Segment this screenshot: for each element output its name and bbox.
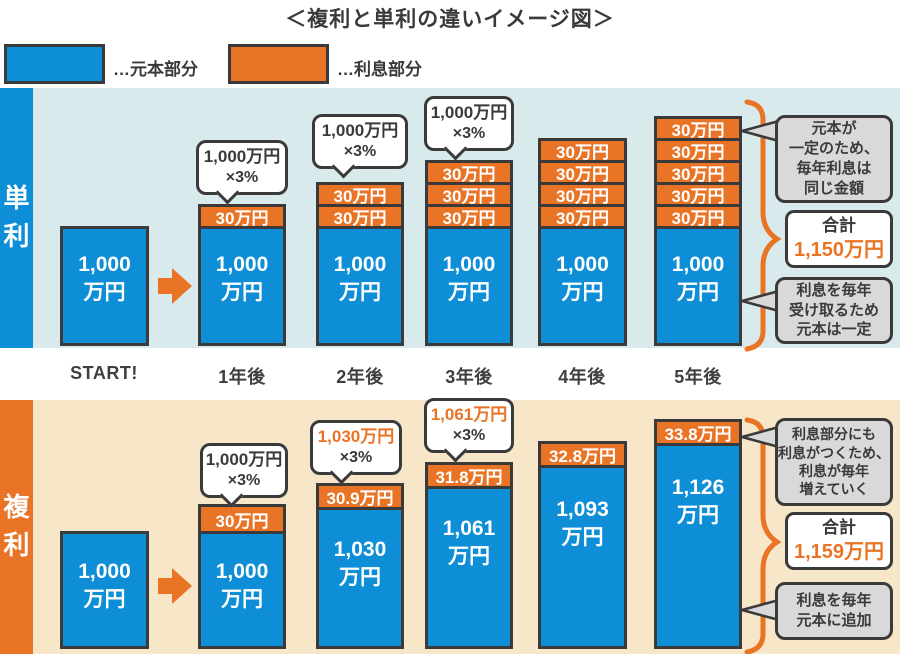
compound-interest-block: 30万円 xyxy=(198,504,286,534)
timeline-year3: 3年後 xyxy=(445,367,493,387)
compound-bar-y4-principal: 1,093 万円 xyxy=(538,465,627,649)
compound-rate-bubble-y1: 1,000万円 ×3% xyxy=(200,443,288,508)
bubble-rate: ×3% xyxy=(225,169,259,187)
legend-principal-label: …元本部分 xyxy=(113,60,198,79)
compound-side-label: 複 利 xyxy=(0,400,33,654)
simple-rate-bubble-y1: 1,000万円 ×3% xyxy=(196,140,288,205)
compound-bar-y5-principal: 1,126 万円 xyxy=(654,443,742,649)
bubble-rate: ×3% xyxy=(343,143,377,161)
page-title: ＜複利と単利の違いイメージ図＞ xyxy=(285,8,615,31)
simple-interest-block: 30万円 xyxy=(654,204,742,229)
simple-interest-block: 30万円 xyxy=(654,160,742,185)
simple-interest-block: 30万円 xyxy=(425,160,513,185)
legend-principal-swatch xyxy=(4,44,105,84)
simple-rate-bubble-y3: 1,000万円 ×3% xyxy=(424,96,514,161)
bubble-amount: 1,061万円 xyxy=(430,405,508,424)
timeline-year4: 4年後 xyxy=(558,367,606,387)
simple-bar-y4-principal: 1,000 万円 xyxy=(538,226,627,346)
compound-bar-y2-principal: 1,030 万円 xyxy=(316,507,404,649)
bubble-amount: 1,000万円 xyxy=(205,450,283,469)
timeline-year2: 2年後 xyxy=(336,367,384,387)
bubble-rate: ×3% xyxy=(452,125,486,143)
compound-total-box: 合計 1,159万円 xyxy=(785,512,893,570)
compound-interest-block: 33.8万円 xyxy=(654,419,742,446)
total-title: 合計 xyxy=(822,215,856,235)
simple-bar-start-principal: 1,000 万円 xyxy=(60,226,149,346)
total-title: 合計 xyxy=(822,517,856,537)
compound-interest-block: 32.8万円 xyxy=(538,441,627,468)
legend-interest-label: …利息部分 xyxy=(337,60,422,79)
simple-interest-block: 30万円 xyxy=(198,204,286,229)
bubble-rate: ×3% xyxy=(227,472,261,490)
simple-interest-block: 30万円 xyxy=(316,204,404,229)
bubble-rate: ×3% xyxy=(452,427,486,445)
bubble-amount: 1,000万円 xyxy=(430,103,508,122)
timeline-year5: 5年後 xyxy=(674,367,722,387)
compound-bar-y3-principal: 1,061 万円 xyxy=(425,486,513,649)
compound-rate-bubble-y2: 1,030万円 ×3% xyxy=(310,420,402,485)
simple-interest-block: 30万円 xyxy=(425,204,513,229)
timeline-year1: 1年後 xyxy=(218,367,266,387)
total-value: 1,150万円 xyxy=(793,239,885,262)
simple-side-label: 単 利 xyxy=(0,88,33,348)
compound-note-bottom: 利息を毎年 元本に追加 xyxy=(775,582,893,640)
simple-total-box: 合計 1,150万円 xyxy=(785,210,893,268)
bubble-amount: 1,000万円 xyxy=(321,121,399,140)
simple-note-top: 元本が 一定のため、 毎年利息は 同じ金額 xyxy=(775,115,893,203)
simple-bar-y2-principal: 1,000 万円 xyxy=(316,226,404,346)
simple-interest-block: 30万円 xyxy=(538,182,627,207)
compound-interest-block: 31.8万円 xyxy=(425,462,513,489)
simple-bar-y1-principal: 1,000 万円 xyxy=(198,226,286,346)
compound-note-top: 利息部分にも 利息がつくため、 利息が毎年 増えていく xyxy=(775,418,893,506)
bubble-amount: 1,030万円 xyxy=(317,427,395,446)
simple-note-bottom: 利息を毎年 受け取るため 元本は一定 xyxy=(775,277,893,344)
timeline-start: START! xyxy=(70,363,138,383)
bubble-amount: 1,000万円 xyxy=(203,147,281,166)
bubble-rate: ×3% xyxy=(339,449,373,467)
compound-bar-y1-principal: 1,000 万円 xyxy=(198,531,286,649)
simple-bar-y5-principal: 1,000 万円 xyxy=(654,226,742,346)
compound-bar-start-principal: 1,000 万円 xyxy=(60,531,149,649)
simple-interest-block: 30万円 xyxy=(538,138,627,163)
simple-interest-block: 30万円 xyxy=(538,160,627,185)
compound-rate-bubble-y3: 1,061万円 ×3% xyxy=(424,398,514,463)
simple-rate-bubble-y2: 1,000万円 ×3% xyxy=(312,114,408,179)
total-value: 1,159万円 xyxy=(793,541,885,564)
simple-bar-y3-principal: 1,000 万円 xyxy=(425,226,513,346)
legend-interest-swatch xyxy=(228,44,329,84)
simple-interest-block: 30万円 xyxy=(538,204,627,229)
compound-interest-block: 30.9万円 xyxy=(316,483,404,510)
